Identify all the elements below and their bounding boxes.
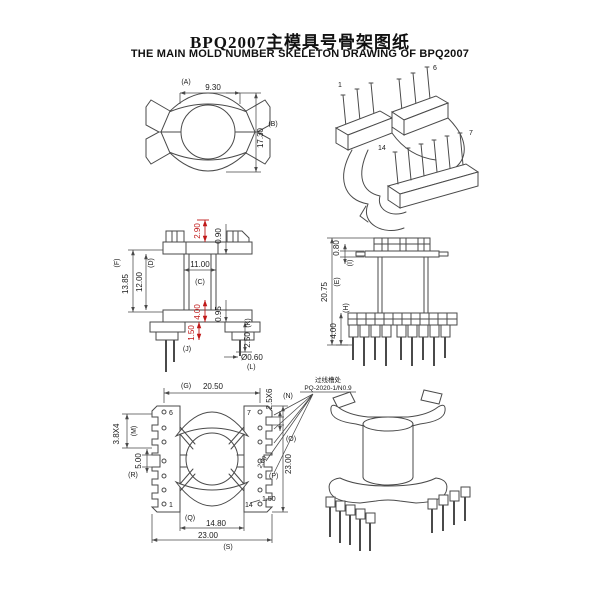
dim-k-value: 2.50	[243, 332, 252, 348]
dim-s-label: (S)	[223, 544, 232, 551]
dim-s-value: 23.00	[198, 531, 219, 540]
dim-b-value: 17.30	[256, 127, 265, 148]
callout-title: 过线槽处	[315, 375, 342, 384]
dim-090-value: 0.90	[214, 228, 223, 244]
dim-e-value: 20.75	[320, 281, 329, 302]
dim-290-value: 2.90	[193, 223, 202, 239]
dim-l-label: (L)	[247, 364, 256, 371]
dim-j-value: 1.50	[187, 325, 196, 341]
dim-q-value: 14.80	[206, 519, 227, 528]
drawing-title-chinese: BPQ2007主模具号骨架图纸	[190, 33, 410, 52]
drawing-title-english: THE MAIN MOLD NUMBER SKELETON DRAWING OF…	[130, 48, 470, 60]
dim-f-value: 13.85	[121, 273, 130, 294]
dim-095-value: 0.95	[214, 306, 223, 322]
dim-n-label: (N)	[283, 393, 293, 400]
iso-pin14-label: 14	[378, 145, 386, 152]
end-view: (A) 9.30 17.30 (B)	[145, 79, 278, 173]
dim-o-value: 23.00	[284, 453, 293, 474]
iso-pin6-label: 6	[433, 65, 437, 72]
dim-p-label: (P)	[269, 473, 278, 480]
dim-d-label: (D)	[148, 258, 155, 268]
dim-d-value: 12.00	[135, 271, 144, 292]
iso-pin1-label: 1	[338, 82, 342, 89]
dim-r-label: (R)	[128, 472, 138, 479]
dim-g-value: 20.50	[203, 382, 224, 391]
dim-a-value: 9.30	[205, 83, 221, 92]
front-view: 2.90 0.90 (F) 13.85 12.00 (D) 11.00 (C) …	[114, 219, 263, 372]
dim-b-label: (B)	[268, 121, 277, 128]
dim-m-value: 3.8X4	[112, 423, 121, 444]
dim-j-label: (J)	[183, 346, 191, 353]
side-view: 0.80 (I) 20.75 (E) 4.00 (H)	[320, 237, 458, 366]
dim-o-label: (O)	[286, 436, 296, 443]
plan-pin14-label: 14	[245, 502, 253, 509]
dim-i-label: (I)	[347, 260, 354, 267]
dim-i-value: 0.80	[332, 240, 341, 256]
plan-view: 6 1 7 14 (G) 20.50 2.5X6 (N) 3.8X4 (M) 5…	[112, 375, 356, 551]
dim-n-value: 2.5X6	[265, 388, 274, 409]
dim-400-value: 4.00	[193, 304, 202, 320]
wire-slot-callout: 过线槽处 PQ-2020-1/N0.9	[265, 375, 356, 474]
dim-l-value: Ø0.60	[241, 353, 263, 362]
plan-pin7-label: 7	[247, 410, 251, 417]
pin-comb-right	[427, 486, 471, 533]
dim-h-label: (H)	[343, 303, 350, 313]
dim-m-label: (M)	[131, 426, 138, 437]
dim-c-value: 11.00	[190, 260, 210, 269]
dim-f-label: (F)	[114, 259, 121, 268]
isometric-top-view: 1 6 14 7	[334, 65, 480, 232]
plan-pin6-label: 6	[169, 410, 173, 417]
dim-c-label: (C)	[195, 279, 205, 286]
dim-q-label: (Q)	[185, 515, 195, 522]
iso-pin7-label: 7	[469, 130, 473, 137]
dim-h-value: 4.00	[329, 323, 338, 339]
dim-edge-value: 1.50	[262, 496, 276, 503]
dim-e-label: (E)	[334, 277, 341, 286]
callout-value: PQ-2020-1/N0.9	[304, 385, 352, 392]
dim-g-label: (G)	[181, 383, 191, 390]
plan-pin1-label: 1	[169, 502, 173, 509]
dim-r-value: 5.00	[134, 453, 143, 469]
isometric-bottom-view	[325, 389, 471, 551]
dim-a-label: (A)	[181, 79, 190, 86]
pin-comb-left	[325, 496, 376, 551]
dim-k-label: (K)	[245, 318, 252, 327]
